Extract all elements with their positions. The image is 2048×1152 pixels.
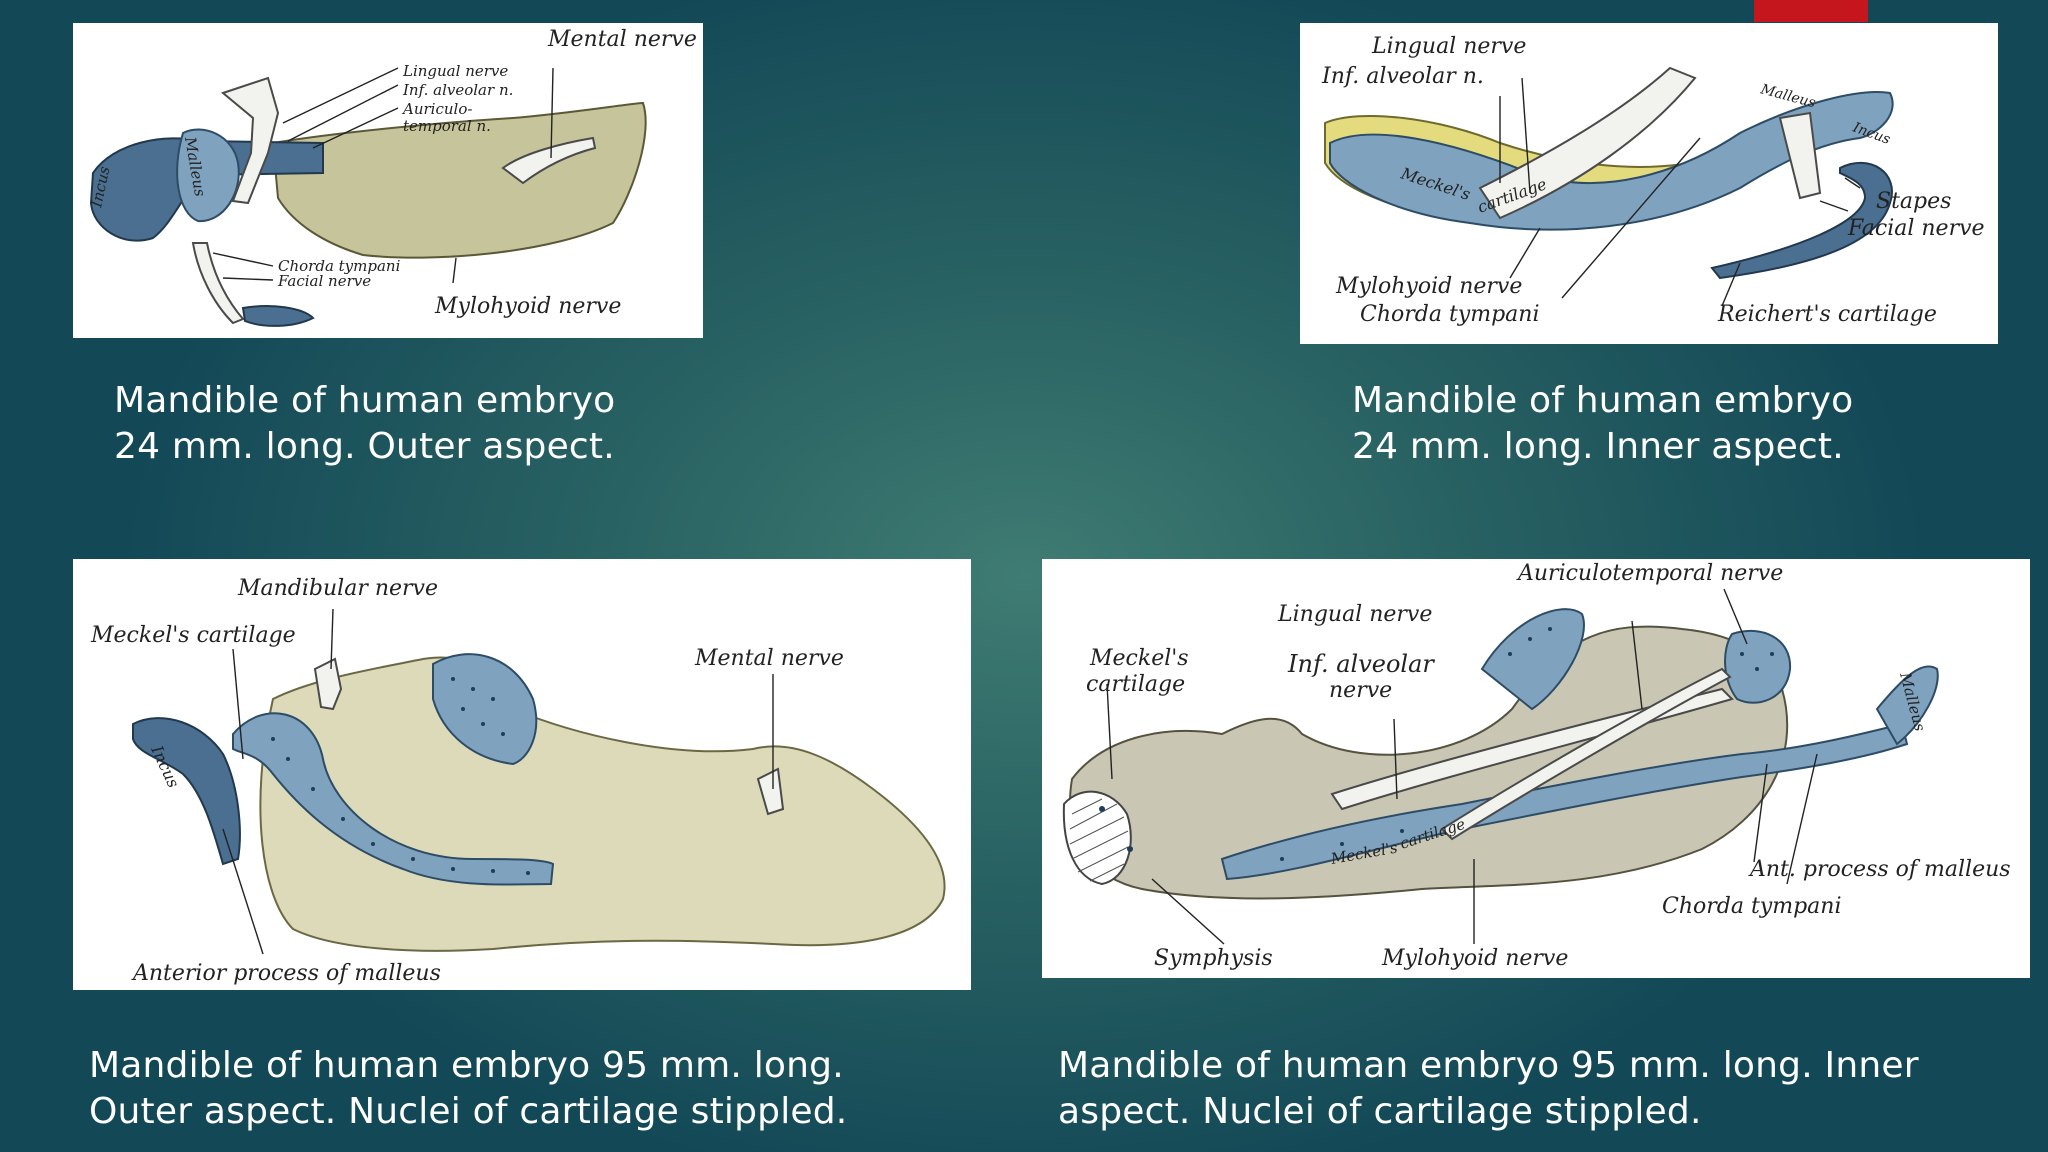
leader-meckels-br: [1106, 683, 1113, 780]
label-chorda-tympani: Chorda tympani: [278, 257, 401, 275]
leader-facial-tr: [1819, 200, 1849, 212]
chorda-tympani-branch: [191, 242, 245, 325]
leader-ant-process: [1753, 763, 1768, 863]
malleus-shape-inner: [1875, 665, 1939, 746]
label-inf-alveolar-tr: Inf. alveolar n.: [1321, 64, 1484, 89]
illustration-95mm-outer: Mandibular nerve Meckel's cartilage Ment…: [90, 576, 946, 986]
leader-mental: [550, 67, 554, 159]
leader-inf-alveolar: [287, 84, 399, 142]
mandible-body: [271, 101, 647, 259]
malleus-shape: [176, 128, 240, 223]
label-lingual-nerve-tr: Lingual nerve: [1371, 34, 1526, 59]
facial-nerve-stub: [241, 305, 315, 327]
leader-meckels-bl: [232, 648, 244, 760]
figure-mandible-24mm-outer: Mental nerve Lingual nerve Inf. alveolar…: [73, 23, 703, 338]
leader-anterior-process: [222, 828, 264, 955]
reicherts-cartilage-shape: [1710, 162, 1893, 280]
label-stapes: Stapes: [1876, 189, 1951, 214]
label-mental-nerve: Mental nerve: [547, 27, 697, 52]
label-malleus-tr: Malleus: [1758, 81, 1817, 111]
caption-24mm-outer: Mandible of human embryo 24 mm. long. Ou…: [114, 378, 615, 470]
condyle-cartilage: [1724, 629, 1792, 704]
illustration-95mm-inner: Auriculotemporal nerve Lingual nerve Mec…: [1062, 561, 2011, 971]
leader-inf-alveolar-br: [1393, 718, 1398, 800]
label-mylohyoid-nerve-br: Mylohyoid nerve: [1381, 946, 1568, 971]
leader-lingual-br: [1631, 620, 1643, 710]
label-symphysis: Symphysis: [1154, 946, 1273, 971]
caption-line: Mandible of human embryo: [114, 380, 616, 421]
illustration-24mm-inner: Lingual nerve Inf. alveolar n. Malleus I…: [1321, 34, 1985, 327]
label-facial-nerve: Facial nerve: [277, 272, 371, 290]
label-inf-alveolar: Inf. alveolar n.: [402, 81, 513, 99]
label-auriculotemporal-nerve: Auriculotemporal nerve: [1516, 561, 1783, 586]
label-facial-nerve-tr: Facial nerve: [1847, 216, 1985, 241]
caption-line: 24 mm. long. Inner aspect.: [1352, 426, 1844, 467]
cartilage-stipple-br: [1099, 627, 1774, 861]
coronoid-cartilage: [432, 653, 538, 766]
mental-nerve-branch: [501, 136, 597, 185]
leader-mylohyoid: [452, 257, 457, 284]
figure-mandible-95mm-inner: Auriculotemporal nerve Lingual nerve Mec…: [1042, 559, 2030, 978]
caption-line: Mandible of human embryo 95 mm. long. In…: [1058, 1045, 1919, 1086]
leader-chorda-br: [1786, 753, 1818, 885]
figure-mandible-24mm-inner: Lingual nerve Inf. alveolar n. Malleus I…: [1300, 23, 1998, 344]
leader-chorda: [212, 252, 274, 267]
cartilage-stipple-bl: [271, 677, 530, 875]
label-inf-alveolar-br-1: Inf. alveolar: [1287, 650, 1435, 678]
illustration-24mm-outer: Mental nerve Lingual nerve Inf. alveolar…: [87, 27, 697, 327]
symphysis-section: [1062, 790, 1132, 886]
label-mylohyoid-nerve-tr: Mylohyoid nerve: [1335, 274, 1522, 299]
label-meckels-br-2: cartilage: [1086, 672, 1185, 697]
leader-auriculotemporal: [1723, 588, 1748, 645]
label-mental-nerve-bl: Mental nerve: [694, 646, 844, 671]
leader-auriculo: [312, 107, 399, 149]
label-ant-process-malleus: Ant. process of malleus: [1748, 857, 2011, 882]
leader-reicherts: [1721, 262, 1741, 307]
caption-95mm-outer: Mandible of human embryo 95 mm. long. Ou…: [89, 1043, 847, 1135]
leader-chorda-tr: [1561, 137, 1701, 299]
stapes-nerve: [1778, 111, 1822, 200]
leader-mylohyoid-tr: [1509, 227, 1541, 279]
incus-malleus-shape: [132, 717, 241, 866]
label-mylohyoid-nerve: Mylohyoid nerve: [434, 294, 621, 319]
label-reicherts-cartilage: Reichert's cartilage: [1717, 302, 1937, 327]
leader-symphysis: [1151, 878, 1225, 945]
lingual-nerve-trunk: [1478, 66, 1697, 220]
label-lingual-nerve-br: Lingual nerve: [1277, 602, 1432, 627]
caption-24mm-inner: Mandible of human embryo 24 mm. long. In…: [1352, 378, 1853, 470]
caption-line: aspect. Nuclei of cartilage stippled.: [1058, 1091, 1702, 1132]
caption-line: Mandible of human embryo 95 mm. long.: [89, 1045, 844, 1086]
mental-nerve-stub: [756, 767, 785, 816]
label-chorda-tympani-tr: Chorda tympani: [1360, 302, 1540, 327]
label-lingual-nerve: Lingual nerve: [402, 62, 508, 80]
leader-mandibular: [330, 608, 334, 670]
leader-facial: [222, 277, 274, 281]
leader-stapes: [1844, 177, 1861, 189]
figure-mandible-95mm-outer: Mandibular nerve Meckel's cartilage Ment…: [73, 559, 971, 990]
slide-accent-bar: [1754, 0, 1868, 22]
caption-line: 24 mm. long. Outer aspect.: [114, 426, 615, 467]
coronoid-cartilage-inner: [1480, 608, 1585, 711]
label-auriculo-2: temporal n.: [403, 117, 491, 135]
nerve-trunk: [220, 76, 280, 205]
mandible-body-95-outer: [259, 656, 946, 952]
symphysis-hatching: [1069, 798, 1129, 882]
label-inf-alveolar-br-2: nerve: [1329, 678, 1392, 703]
label-anterior-process: Anterior process of malleus: [131, 961, 441, 986]
label-chorda-tympani-br: Chorda tympani: [1662, 894, 1842, 919]
leader-lingual-tr: [1521, 77, 1531, 194]
caption-line: Outer aspect. Nuclei of cartilage stippl…: [89, 1091, 848, 1132]
caption-95mm-inner: Mandible of human embryo 95 mm. long. In…: [1058, 1043, 1919, 1135]
label-auriculo-1: Auriculo-: [401, 100, 472, 118]
lingual-nerve-inner: [1440, 667, 1732, 841]
leader-lingual: [282, 67, 399, 124]
caption-line: Mandible of human embryo: [1352, 380, 1854, 421]
meckels-cartilage-95-outer: [232, 712, 555, 886]
label-meckels-br-1: Meckel's: [1089, 646, 1189, 671]
label-meckels-cartilage-bl: Meckel's cartilage: [90, 623, 296, 648]
label-mandibular-nerve: Mandibular nerve: [237, 576, 438, 601]
